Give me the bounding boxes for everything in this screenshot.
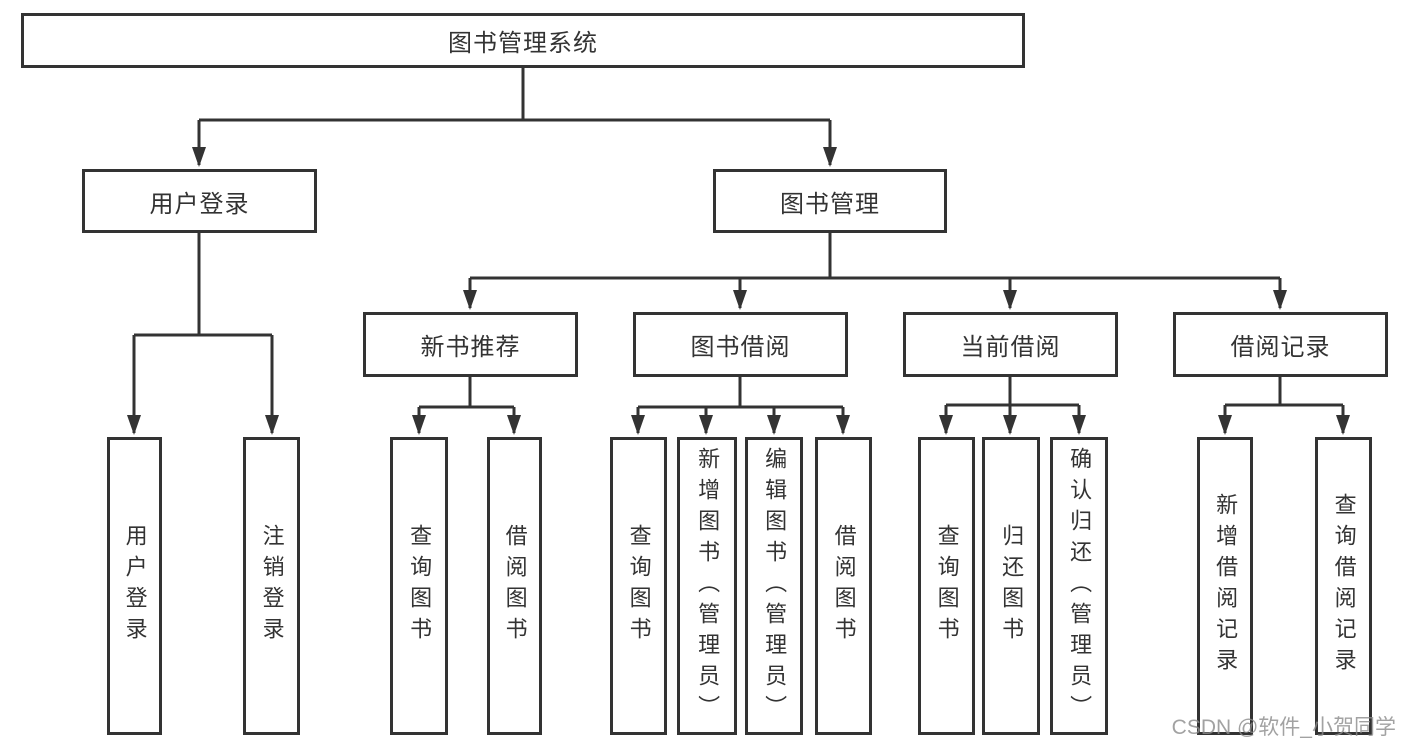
- leaf-add-books-admin: 新增图书（管理员）: [677, 437, 737, 735]
- node-borrow-records: 借阅记录: [1173, 312, 1388, 377]
- leaf-return-books: 归还图书: [982, 437, 1040, 735]
- leaf-query-books-2-label: 查询图书: [626, 524, 652, 648]
- leaf-logout: 注销登录: [243, 437, 300, 735]
- leaf-add-borrow-record-label: 新增借阅记录: [1213, 493, 1239, 679]
- leaf-query-books-3-label: 查询图书: [934, 524, 960, 648]
- node-user-login: 用户登录: [82, 169, 317, 233]
- leaf-query-borrow-record: 查询借阅记录: [1315, 437, 1372, 735]
- leaf-return-books-label: 归还图书: [999, 524, 1025, 648]
- connector-root-split: [199, 68, 830, 122]
- leaf-user-login: 用户登录: [107, 437, 162, 735]
- leaf-query-books-1-label: 查询图书: [407, 524, 433, 648]
- leaf-user-login-label: 用户登录: [122, 524, 148, 648]
- leaf-add-borrow-record: 新增借阅记录: [1197, 437, 1253, 735]
- node-book-borrow: 图书借阅: [633, 312, 848, 377]
- leaf-borrow-books-2: 借阅图书: [815, 437, 872, 735]
- leaf-query-borrow-record-label: 查询借阅记录: [1331, 493, 1357, 679]
- node-new-book-rec: 新书推荐: [363, 312, 578, 377]
- leaf-edit-books-admin: 编辑图书（管理员）: [745, 437, 803, 735]
- leaf-edit-books-admin-label: 编辑图书（管理员）: [762, 446, 788, 726]
- leaf-borrow-books-1: 借阅图书: [487, 437, 542, 735]
- connector-book-borrow-split: [638, 377, 843, 409]
- leaf-logout-label: 注销登录: [259, 524, 285, 648]
- connector-book-mgmt-split: [470, 233, 1280, 280]
- node-current-borrow: 当前借阅: [903, 312, 1118, 377]
- leaf-query-books-3: 查询图书: [918, 437, 975, 735]
- connector-borrow-records-split: [1225, 377, 1343, 407]
- leaf-confirm-return-admin: 确认归还（管理员）: [1050, 437, 1108, 735]
- leaf-confirm-return-admin-label: 确认归还（管理员）: [1067, 446, 1093, 726]
- connector-current-borrow-split: [946, 377, 1079, 407]
- node-root: 图书管理系统: [21, 13, 1025, 68]
- leaf-borrow-books-1-label: 借阅图书: [502, 524, 528, 648]
- leaf-add-books-admin-label: 新增图书（管理员）: [695, 446, 721, 726]
- connector-user-login-split: [134, 233, 272, 337]
- node-book-mgmt: 图书管理: [713, 169, 947, 233]
- leaf-query-books-2: 查询图书: [610, 437, 667, 735]
- leaf-query-books-1: 查询图书: [390, 437, 448, 735]
- leaf-borrow-books-2-label: 借阅图书: [831, 524, 857, 648]
- connector-new-book-rec-split: [419, 377, 514, 409]
